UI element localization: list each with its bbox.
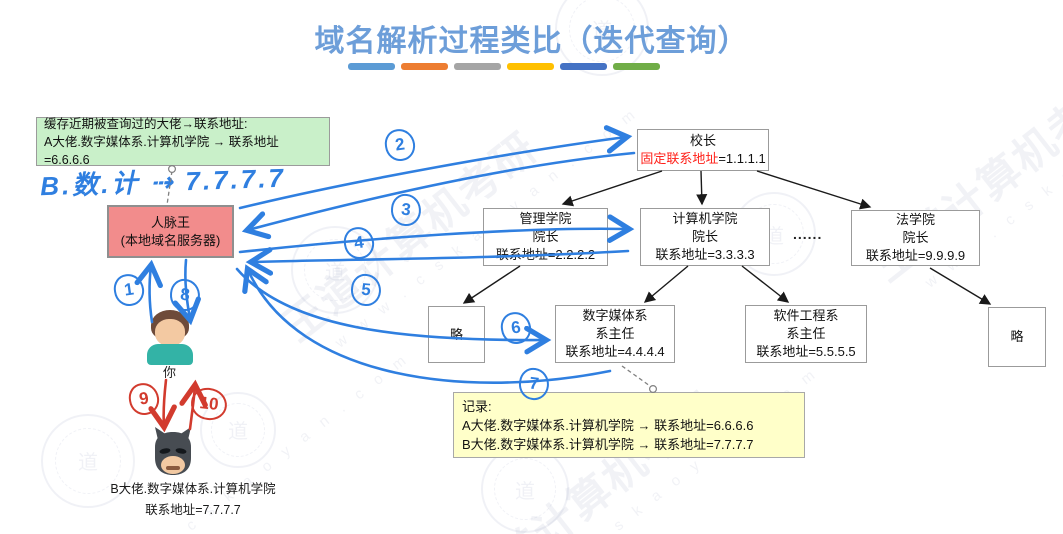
cache-note-line2: A大佬.数字媒体系.计算机学院 → 联系地址=6.6.6.6	[44, 134, 279, 167]
arrow-step2-server-to-president	[238, 125, 633, 210]
local-server-name: 人脉王	[150, 214, 190, 230]
omitted-right-label: 略	[1010, 329, 1024, 344]
president-name: 校长	[689, 133, 716, 148]
digital-media-address: 联系地址=4.4.4.4	[565, 344, 665, 359]
record-note-box: 记录: A大佬.数字媒体系.计算机学院 → 联系地址=6.6.6.6 B大佬.数…	[453, 392, 805, 458]
cs-college-role: 院长	[691, 229, 718, 244]
edge-president-to-law	[756, 170, 872, 210]
arrow-step5-cs-to-server	[245, 247, 630, 276]
law-college-name: 法学院	[895, 212, 935, 227]
cs-college-box: 计算机学院 院长 联系地址=3.3.3.3	[640, 208, 770, 266]
arrow-step4-server-to-cs	[238, 214, 635, 254]
management-college-name: 管理学院	[519, 211, 572, 226]
batman-eye-right	[175, 448, 187, 454]
divider-bar-blue	[348, 63, 395, 70]
edge-management-to-omitted	[462, 265, 521, 304]
cs-college-address: 联系地址=3.3.3.3	[655, 247, 755, 262]
software-eng-name: 软件工程系	[773, 308, 839, 323]
president-address: 固定联系地址=1.1.1.1	[640, 150, 765, 168]
cs-college-name: 计算机学院	[672, 211, 738, 226]
digital-media-name: 数字媒体系	[582, 308, 648, 323]
president-address-label: 固定联系地址	[640, 151, 719, 166]
president-box: 校长 固定联系地址=1.1.1.1	[637, 129, 769, 171]
connector-endpoint-dot	[168, 165, 177, 174]
divider-bar-darkblue	[560, 63, 607, 70]
record-note-title: 记录:	[462, 398, 492, 414]
president-address-value: =1.1.1.1	[718, 151, 766, 166]
arrow-step1-user-to-server	[134, 259, 163, 324]
batman-mouth	[166, 466, 180, 470]
arrow-step10-target-to-user	[179, 379, 208, 431]
divider-bar-orange	[401, 63, 448, 70]
connector-dept-to-record-note	[621, 365, 651, 387]
software-eng-address: 联系地址=5.5.5.5	[756, 344, 856, 359]
cache-note-box: 缓存近期被查询过的大佬→联系地址: A大佬.数字媒体系.计算机学院 → 联系地址…	[36, 116, 330, 167]
connector-cache-note-to-server	[166, 170, 173, 206]
batman-eye-left	[159, 448, 171, 454]
arrow-step9-user-to-target	[148, 378, 177, 433]
arrow-step7-dept-to-server	[242, 264, 612, 384]
law-college-box: 法学院 院长 联系地址=9.9.9.9	[851, 210, 980, 266]
record-note-entry-b: B大佬.数字媒体系.计算机学院 → 联系地址=7.7.7.7	[462, 436, 754, 452]
software-eng-dept-box: 软件工程系 系主任 联系地址=5.5.5.5	[745, 305, 867, 363]
arrow-step8-server-to-user	[172, 258, 201, 326]
record-note-entry-a: A大佬.数字媒体系.计算机学院 → 联系地址=6.6.6.6	[462, 417, 754, 433]
batman-icon	[155, 427, 191, 475]
digital-media-role: 系主任	[595, 326, 635, 341]
user-label: 你	[163, 365, 177, 380]
batman-ear-right	[179, 427, 191, 440]
local-server-subtitle: (本地域名服务器)	[120, 232, 221, 248]
ellipsis-between-colleges: ......	[793, 226, 823, 242]
law-college-address: 联系地址=9.9.9.9	[865, 248, 966, 263]
divider-bar-gray	[454, 63, 501, 70]
edge-president-to-management	[561, 170, 663, 207]
arrow-step3-president-to-server	[241, 151, 636, 240]
batman-caption-domain: B大佬.数字媒体系.计算机学院	[110, 482, 276, 496]
management-college-role: 院长	[532, 229, 559, 244]
cache-note-line1: 缓存近期被查询过的大佬→联系地址:	[44, 116, 248, 131]
local-dns-server-box: 人脉王 (本地域名服务器)	[107, 205, 234, 258]
avatar-shirt	[147, 344, 193, 365]
batman-caption: B大佬.数字媒体系.计算机学院 联系地址=7.7.7.7	[84, 479, 302, 521]
title-divider-bars	[348, 63, 660, 70]
edge-law-to-omitted	[929, 267, 992, 305]
edge-cs-to-digital-media	[643, 265, 689, 303]
software-eng-role: 系主任	[786, 326, 826, 341]
digital-media-dept-box: 数字媒体系 系主任 联系地址=4.4.4.4	[555, 305, 675, 363]
divider-bar-yellow	[507, 63, 554, 70]
page-title: 域名解析过程类比（迭代查询）	[314, 25, 749, 58]
edge-president-to-cs	[696, 170, 708, 206]
connector-endpoint-dot	[648, 385, 657, 394]
divider-bar-green	[613, 63, 660, 70]
edge-cs-to-software-eng	[741, 265, 790, 303]
batman-caption-address: 联系地址=7.7.7.7	[145, 503, 241, 517]
law-college-role: 院长	[902, 230, 929, 245]
omitted-right-box: 略	[988, 307, 1046, 367]
